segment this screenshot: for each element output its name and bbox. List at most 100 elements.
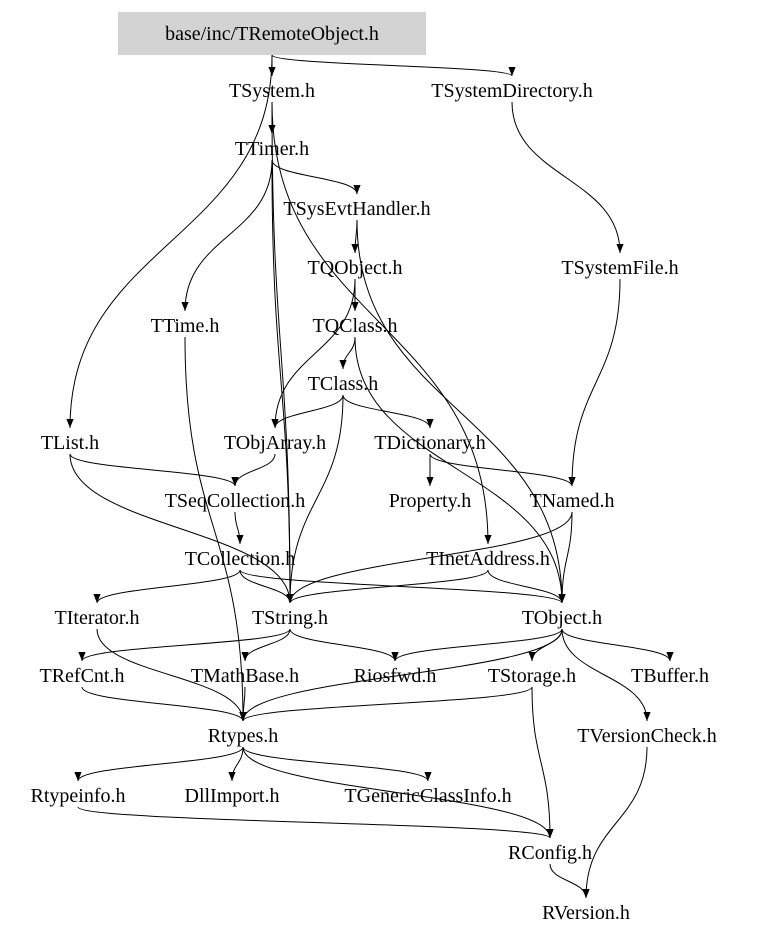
node-RConfig[interactable]: RConfig.h: [508, 842, 592, 864]
node-TTimer[interactable]: TTimer.h: [235, 138, 309, 160]
node-TDictionary[interactable]: TDictionary.h: [374, 432, 485, 454]
edge-Rtypes-to-Rtypeinfo: [74, 746, 244, 782]
node-Riosfwd[interactable]: Riosfwd.h: [354, 665, 437, 687]
edge-Rtypeinfo-to-RConfig: [77, 806, 554, 839]
edges-layer: [66, 54, 674, 899]
node-label: TGenericClassInfo.h: [344, 785, 511, 807]
node-label: base/inc/TRemoteObject.h: [165, 23, 379, 45]
node-label: DllImport.h: [185, 785, 280, 807]
node-label: TSystem.h: [229, 80, 315, 102]
edge-TCollection-to-TString: [239, 569, 294, 604]
edge-TInetAddress-to-TString: [286, 569, 489, 604]
node-label: TVersionCheck.h: [577, 725, 716, 747]
edge-Rtypes-to-DllImport: [228, 746, 244, 782]
edge-TQClass-to-TObject: [354, 336, 566, 604]
node-label: TClass.h: [308, 373, 379, 395]
node-label: TStorage.h: [488, 665, 576, 687]
node-label: TObjArray.h: [224, 432, 326, 454]
node-TBuffer[interactable]: TBuffer.h: [631, 665, 709, 687]
node-TSysEvtHandler[interactable]: TSysEvtHandler.h: [283, 198, 430, 220]
node-Rtypeinfo[interactable]: Rtypeinfo.h: [31, 785, 126, 807]
node-TVersionCheck[interactable]: TVersionCheck.h: [577, 725, 716, 747]
node-TCollection[interactable]: TCollection.h: [185, 548, 296, 570]
node-label: TTimer.h: [235, 138, 309, 160]
edge-TSystemDirectory-to-TSystemFile: [511, 101, 624, 254]
edge-TTimer-to-TTime: [181, 159, 273, 312]
node-TGenericClassInfo[interactable]: TGenericClassInfo.h: [344, 785, 511, 807]
edge-TObject-to-TBuffer: [561, 628, 674, 662]
edge-TClass-to-TString: [286, 394, 344, 604]
node-TRefCnt[interactable]: TRefCnt.h: [40, 665, 125, 687]
edge-TSystemFile-to-TNamed: [568, 278, 621, 487]
node-root[interactable]: base/inc/TRemoteObject.h: [118, 12, 426, 55]
edge-TString-to-Riosfwd: [289, 628, 399, 662]
node-label: Rtypes.h: [208, 725, 279, 747]
edge-TIterator-to-Rtypes: [96, 628, 247, 722]
edge-TString-to-TRefCnt: [78, 628, 291, 662]
node-TIterator[interactable]: TIterator.h: [55, 607, 140, 629]
root-node-box: [118, 12, 426, 55]
node-label: TQObject.h: [308, 257, 403, 279]
edge-TObject-to-TVersionCheck: [561, 628, 651, 722]
node-label: TSeqCollection.h: [165, 490, 306, 512]
edge-TTimer-to-TSysEvtHandler: [271, 159, 361, 195]
node-TString[interactable]: TString.h: [252, 607, 328, 629]
edge-TSeqCollection-to-TCollection: [234, 511, 244, 545]
node-TInetAddress[interactable]: TInetAddress.h: [426, 548, 550, 570]
node-label: TSystemFile.h: [561, 257, 678, 279]
node-label: TString.h: [252, 607, 328, 629]
node-TQClass[interactable]: TQClass.h: [313, 315, 398, 337]
node-label: TDictionary.h: [374, 432, 485, 454]
node-label: Property.h: [389, 490, 472, 512]
edge-root-to-TList: [66, 54, 273, 429]
node-DllImport[interactable]: DllImport.h: [185, 785, 280, 807]
node-TObject[interactable]: TObject.h: [522, 607, 602, 629]
edge-TStorage-to-Rtypes: [239, 686, 533, 722]
edge-Rtypes-to-TGenericClassInfo: [242, 746, 432, 782]
node-label: TIterator.h: [55, 607, 140, 629]
node-label: TNamed.h: [530, 490, 615, 512]
edge-TCollection-to-TObject: [239, 569, 566, 604]
edge-Rtypes-to-RConfig: [242, 746, 554, 839]
node-label: TInetAddress.h: [426, 548, 550, 570]
edge-TList-to-TString: [69, 453, 294, 604]
edge-TNamed-to-TString: [286, 511, 573, 604]
edge-TObject-to-Riosfwd: [391, 628, 563, 662]
edge-root-to-TSystemDirectory: [271, 54, 516, 77]
node-TTime[interactable]: TTime.h: [151, 315, 220, 337]
node-TObjArray[interactable]: TObjArray.h: [224, 432, 326, 454]
node-label: TObject.h: [522, 607, 602, 629]
node-label: Riosfwd.h: [354, 665, 437, 687]
node-TQObject[interactable]: TQObject.h: [308, 257, 403, 279]
node-TNamed[interactable]: TNamed.h: [530, 490, 615, 512]
edge-RConfig-to-RVersion: [549, 863, 590, 899]
node-Rtypes[interactable]: Rtypes.h: [208, 725, 279, 747]
edge-TObjArray-to-TSeqCollection: [231, 453, 276, 487]
node-TStorage[interactable]: TStorage.h: [488, 665, 576, 687]
edge-TQClass-to-TClass: [339, 336, 356, 370]
node-TSystemFile[interactable]: TSystemFile.h: [561, 257, 678, 279]
node-label: TTime.h: [151, 315, 220, 337]
node-label: TSysEvtHandler.h: [283, 198, 430, 220]
node-label: RConfig.h: [508, 842, 592, 864]
node-TSystemDirectory[interactable]: TSystemDirectory.h: [431, 80, 592, 102]
edge-TCollection-to-TIterator: [93, 569, 241, 604]
node-TMathBase[interactable]: TMathBase.h: [191, 665, 299, 687]
node-TClass[interactable]: TClass.h: [308, 373, 379, 395]
edge-TNamed-to-TObject: [558, 511, 573, 604]
node-label: TRefCnt.h: [40, 665, 125, 687]
node-TList[interactable]: TList.h: [41, 432, 99, 454]
node-TSystem[interactable]: TSystem.h: [229, 80, 315, 102]
node-Property[interactable]: Property.h: [389, 490, 472, 512]
edge-TSysEvtHandler-to-TObject: [356, 219, 566, 604]
edge-TStorage-to-RConfig: [531, 686, 554, 839]
node-RVersion[interactable]: RVersion.h: [542, 902, 630, 924]
edge-TRefCnt-to-Rtypes: [81, 686, 247, 722]
edge-TTime-to-Rtypes: [184, 336, 247, 722]
edge-TTimer-to-TString: [271, 159, 294, 604]
edge-TClass-to-TDictionary: [342, 394, 434, 429]
node-label: TBuffer.h: [631, 665, 709, 687]
node-TSeqCollection[interactable]: TSeqCollection.h: [165, 490, 306, 512]
